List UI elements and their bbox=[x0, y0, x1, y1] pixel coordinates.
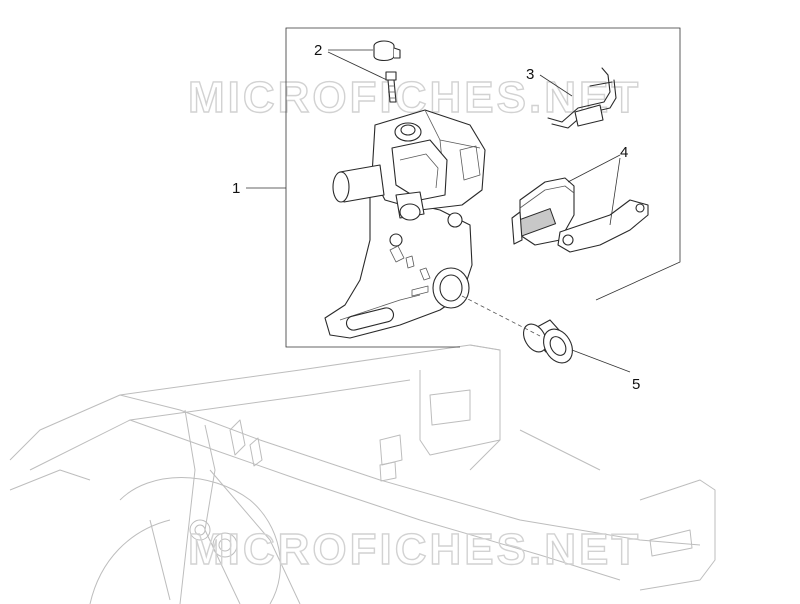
leader-part3 bbox=[539, 74, 573, 97]
callout-5: 5 bbox=[632, 376, 640, 393]
brake-pads bbox=[511, 177, 649, 253]
leader-part5 bbox=[571, 349, 631, 373]
pad-spring-clip bbox=[547, 67, 617, 129]
part1-assembly-frame bbox=[285, 27, 681, 348]
leader-part2-b bbox=[327, 51, 388, 81]
swingarm-frame bbox=[9, 344, 716, 604]
bushing bbox=[522, 319, 573, 364]
watermark-bottom: MICROFICHES.NET bbox=[188, 525, 641, 574]
callout-1: 1 bbox=[232, 180, 240, 197]
bleeder-valve bbox=[373, 40, 401, 103]
callout-2: 2 bbox=[314, 42, 322, 59]
leader-part4-a bbox=[567, 154, 621, 183]
assembly-axis-dashed bbox=[461, 295, 541, 337]
callout-3: 3 bbox=[526, 66, 534, 83]
brake-caliper-assembly bbox=[324, 109, 486, 339]
callout-4: 4 bbox=[620, 144, 628, 161]
leader-part4-b bbox=[609, 157, 621, 226]
